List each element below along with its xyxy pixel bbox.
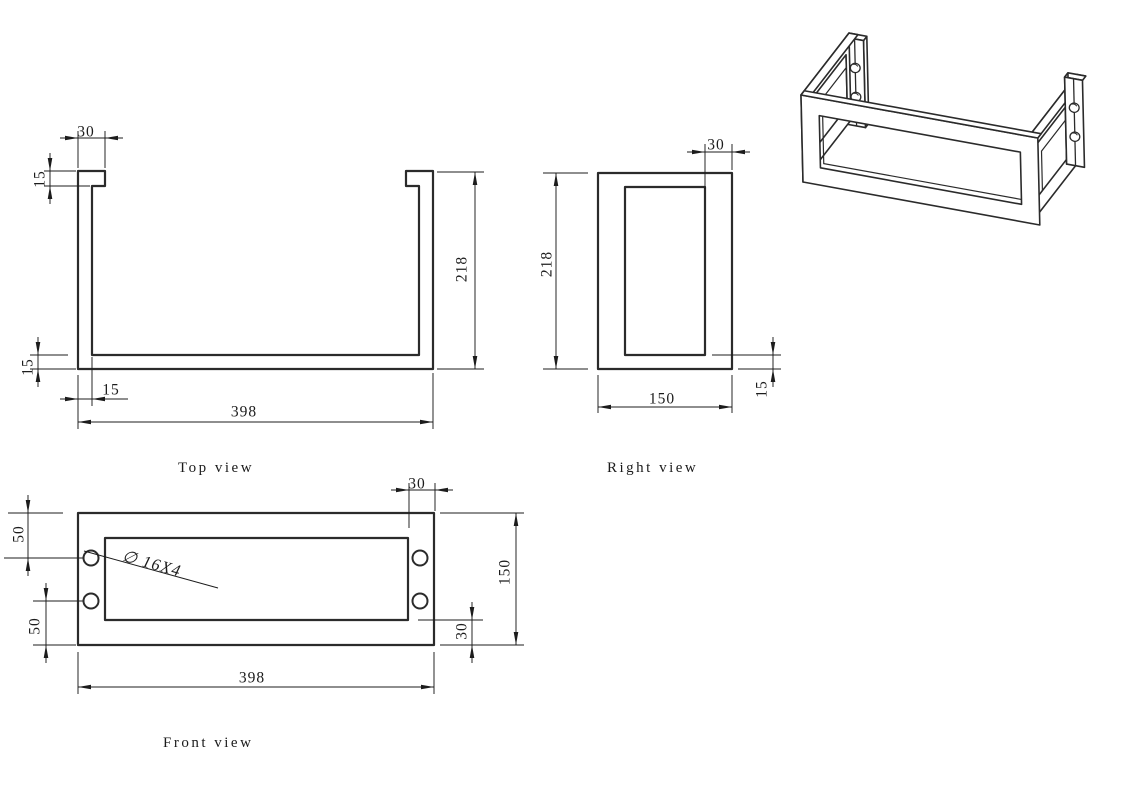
svg-text:15: 15 bbox=[19, 358, 36, 376]
svg-text:15: 15 bbox=[102, 381, 120, 398]
svg-text:50: 50 bbox=[26, 617, 43, 635]
svg-text:30: 30 bbox=[77, 123, 95, 140]
right-view: 30 218 150 15 bbox=[538, 136, 781, 413]
svg-text:150: 150 bbox=[649, 390, 675, 407]
svg-text:398: 398 bbox=[231, 403, 257, 420]
mounting-hole bbox=[411, 592, 429, 610]
mounting-hole bbox=[411, 549, 429, 567]
svg-text:30: 30 bbox=[707, 136, 725, 153]
right-view-title: Right view bbox=[607, 460, 699, 476]
isometric-view bbox=[800, 32, 1087, 226]
mounting-hole bbox=[82, 592, 100, 610]
svg-text:218: 218 bbox=[538, 251, 555, 277]
front-view-title: Front view bbox=[163, 735, 254, 751]
svg-text:30: 30 bbox=[408, 475, 426, 492]
svg-text:30: 30 bbox=[453, 622, 470, 640]
svg-text:15: 15 bbox=[31, 170, 48, 188]
svg-text:218: 218 bbox=[453, 256, 470, 282]
svg-text:15: 15 bbox=[753, 380, 770, 398]
svg-text:50: 50 bbox=[10, 525, 27, 543]
svg-text:150: 150 bbox=[496, 559, 513, 585]
top-view-title: Top view bbox=[178, 460, 255, 476]
svg-text:398: 398 bbox=[239, 669, 265, 686]
top-view: 30 15 15 15 398 218 bbox=[19, 123, 484, 429]
